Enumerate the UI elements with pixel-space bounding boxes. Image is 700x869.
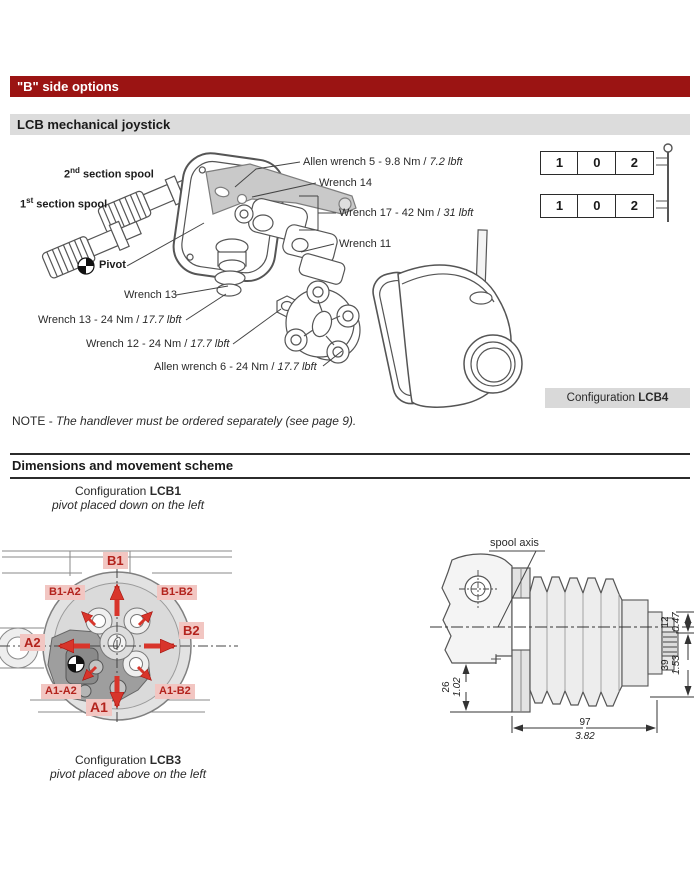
label-spool-axis: spool axis [490,537,539,549]
code-cell: 0 [577,151,617,175]
movement-label-b2: B2 [179,622,204,639]
label-wrench-14: Wrench 14 [319,177,372,189]
config-lcb3-subtitle: pivot placed above on the left [49,767,207,781]
dimension-lines [450,611,694,733]
joint-blocks-drawing [214,198,346,297]
mounting-bracket-drawing [441,553,513,664]
dim-26-in: 1.02 [452,677,463,697]
code-cell: 1 [540,194,579,218]
config-lcb3-caption: Configuration LCB3 pivot placed above on… [18,753,238,781]
dim-12-mm: 12 [660,616,671,628]
spline-teeth [663,636,677,653]
config-lcb1-subtitle: pivot placed down on the left [51,498,205,512]
label-allen-wrench-6: Allen wrench 6 - 24 Nm / 17.7 lbft [154,361,317,373]
movement-label-a1-a2: A1-A2 [41,684,81,699]
label-1st-section-spool: 1st section spool [20,196,108,211]
pivot-symbol [67,655,85,673]
config-lcb1-title: Configuration LCB1 [74,484,182,498]
order-code-row-2: 1 0 2 [540,194,654,218]
order-lever-glyph [656,143,673,222]
dim-12-in: 0.47 [671,612,682,632]
banner-b-side-label: "B" side options [17,79,119,94]
side-view-diagram: 12 0.47 39 1.53 26 1.02 97 3.82 [430,550,697,742]
dim-97-mm: 97 [579,717,591,728]
bellows-drawing [529,576,623,707]
label-wrench-12-torque: Wrench 12 - 24 Nm / 17.7 lbft [86,338,230,350]
boot-drawing [372,264,523,408]
code-cell: 1 [540,151,579,175]
movement-arrows [60,586,174,706]
code-cell: 0 [577,194,617,218]
end-cylinder-drawing [621,599,679,687]
label-wrench-13-torque: Wrench 13 - 24 Nm / 17.7 lbft [38,314,182,326]
spider-disc-drawing [284,280,361,364]
note-line: NOTE - The handlever must be ordered sep… [12,414,357,428]
dim-39-mm: 39 [660,659,671,671]
section-banner-lcb: LCB mechanical joystick [10,114,690,135]
spool-1-drawing [41,220,142,279]
label-wrench-17: Wrench 17 - 42 Nm / 31 lbft [339,207,474,219]
code-cell: 2 [614,151,654,175]
bellows-folds [546,592,620,692]
leader-lines [126,161,343,367]
section-header-dimensions: Dimensions and movement scheme [10,453,690,479]
movement-label-b1-b2: B1-B2 [157,585,197,600]
dim-97-in: 3.82 [575,731,595,742]
movement-label-a1: A1 [86,699,112,716]
label-2nd-section-spool: 2nd section spool [64,166,154,181]
movement-label-a2: A2 [20,634,45,651]
dimension-texts: 12 0.47 39 1.53 26 1.02 97 3.82 [441,612,682,742]
movement-label-b1: B1 [103,552,128,569]
label-wrench-11: Wrench 11 [339,238,392,250]
spool-axis-leader [489,550,545,628]
config-lcb1-caption: Configuration LCB1 pivot placed down on … [18,484,238,512]
section-banner-b-side: "B" side options [10,76,690,97]
order-code-row-1: 1 0 2 [540,151,654,175]
banner-lcb-label: LCB mechanical joystick [17,117,171,132]
code-cell: 2 [614,194,654,218]
label-allen-wrench-5: Allen wrench 5 - 9.8 Nm / 7.2 lbft [303,156,463,168]
movement-label-b1-a2: B1-A2 [45,585,85,600]
dim-26-mm: 26 [441,681,452,693]
label-pivot: Pivot [99,259,126,271]
config-lcb3-title: Configuration LCB3 [74,753,182,767]
exploded-diagram [41,143,673,408]
pivot-symbol [77,257,95,275]
movement-label-a1-b2: A1-B2 [155,684,195,699]
config-lcb4-box: Configuration LCB4 [545,388,690,408]
label-wrench-13: Wrench 13 [124,289,177,301]
spool-bores [85,607,151,678]
dim-39-in: 1.53 [671,655,682,675]
